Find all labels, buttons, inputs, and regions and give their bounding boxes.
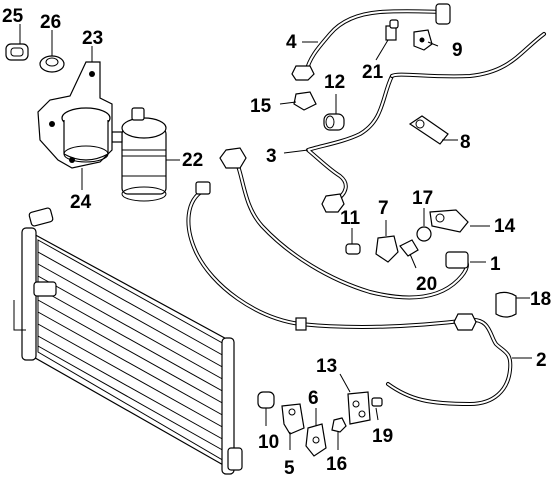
callout-19: 19 — [372, 426, 393, 447]
liquid-line — [291, 3, 546, 81]
callout-13: 13 — [316, 356, 337, 377]
part-5-bracket — [281, 403, 305, 435]
callout-14: 14 — [494, 216, 516, 237]
callout-9: 9 — [452, 40, 463, 61]
callout-3: 3 — [266, 146, 277, 167]
callout-22: 22 — [182, 150, 203, 171]
callout-11: 11 — [340, 208, 361, 229]
part-14-bracket — [429, 209, 469, 233]
clip-nut — [39, 55, 65, 73]
callout-1: 1 — [490, 254, 501, 275]
callout-16: 16 — [326, 454, 347, 475]
callout-20: 20 — [416, 274, 437, 295]
callout-15: 15 — [250, 96, 272, 117]
part-19-bolt — [371, 397, 383, 407]
part-10-cap — [257, 391, 275, 409]
part-18-pad — [495, 291, 517, 318]
grommet — [5, 43, 29, 61]
callout-17: 17 — [412, 188, 433, 209]
part-7-block — [375, 235, 399, 263]
callout-numbers: 25 26 23 24 22 4 9 21 12 15 8 3 11 7 17 … — [2, 6, 551, 479]
condenser-hose — [186, 181, 513, 406]
part-8-bracket — [408, 115, 449, 145]
condenser — [13, 207, 243, 475]
part-6-bracket — [305, 423, 327, 457]
callout-6: 6 — [308, 388, 319, 409]
drier-bracket — [37, 61, 113, 169]
part-9-clamp — [413, 29, 433, 51]
receiver-drier — [111, 107, 167, 202]
callout-23: 23 — [82, 28, 103, 49]
suction-line — [306, 74, 394, 213]
part-15-clip — [293, 91, 317, 111]
discharge-hose — [219, 147, 469, 300]
callout-25: 25 — [2, 6, 24, 27]
callout-10: 10 — [258, 432, 279, 453]
callout-26: 26 — [40, 12, 61, 33]
callout-2: 2 — [536, 350, 547, 371]
part-12-plug — [323, 113, 345, 131]
callout-12: 12 — [324, 72, 345, 93]
callout-4: 4 — [286, 32, 297, 53]
leader-lines — [19, 24, 532, 450]
part-17-cap — [416, 226, 432, 242]
part-21-valve — [385, 19, 399, 41]
callout-8: 8 — [460, 132, 471, 153]
part-16-nut — [331, 417, 347, 433]
part-13-plate — [347, 391, 371, 425]
callout-7: 7 — [378, 198, 389, 219]
callout-18: 18 — [530, 289, 551, 310]
part-20-sensor — [399, 239, 419, 257]
part-11-fitting — [345, 243, 361, 255]
callout-21: 21 — [362, 62, 384, 83]
callout-5: 5 — [284, 458, 295, 479]
callout-24: 24 — [70, 192, 92, 213]
